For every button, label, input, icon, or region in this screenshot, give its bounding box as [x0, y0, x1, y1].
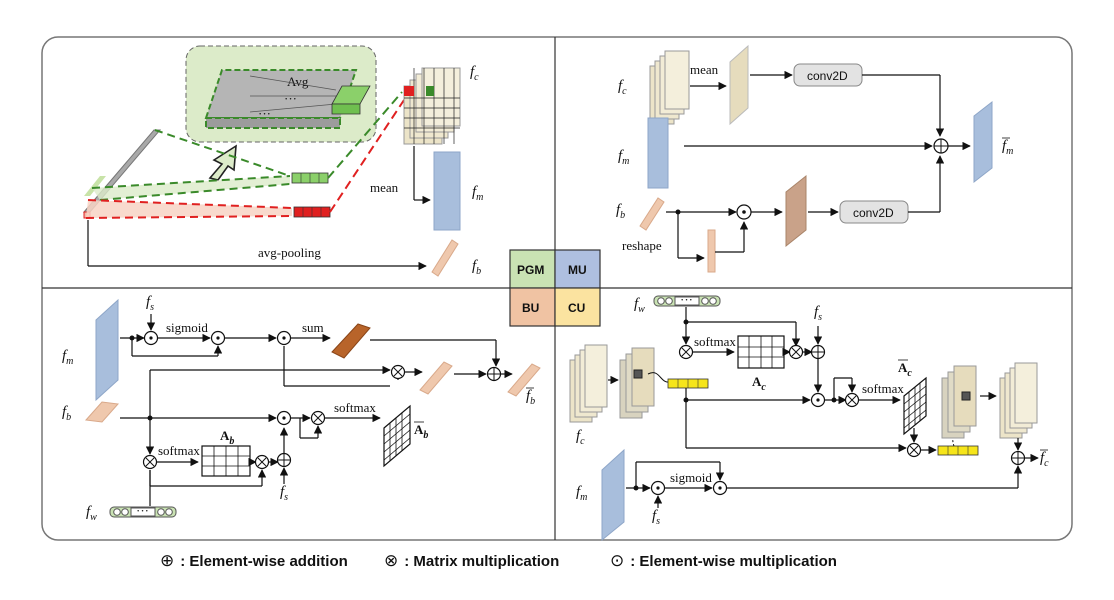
- svg-text:BU: BU: [522, 301, 539, 315]
- fc-label-cu: fc: [576, 428, 585, 447]
- mean-label-pgm: mean: [370, 180, 399, 195]
- elementwise-mult-symbol-icon: ⊙: [610, 551, 625, 571]
- fw-label-bu: fw: [86, 504, 97, 523]
- fw-label-cu: fw: [634, 296, 645, 315]
- svg-text:···: ···: [136, 503, 149, 518]
- fc-label-pgm: fc: [470, 64, 479, 83]
- ab-grid: [201, 445, 251, 477]
- fm-bar-label: fm: [1002, 138, 1013, 157]
- softmax-label-bu-1: softmax: [334, 400, 376, 415]
- svg-text:···: ···: [284, 91, 297, 106]
- fm-label-pgm: fm: [472, 184, 483, 203]
- fs-label-cu-top: fs: [814, 304, 822, 323]
- fm-label-cu: fm: [576, 484, 587, 503]
- softmax-label-cu-1: softmax: [694, 334, 736, 349]
- svg-text:···: ···: [258, 106, 271, 121]
- sigmoid-label-bu: sigmoid: [166, 320, 208, 335]
- fb-label-mu: fb: [616, 202, 625, 221]
- fm-label-bu: fm: [62, 348, 73, 367]
- fc-attended-stack: [941, 365, 977, 439]
- bu-panel: fm fs sigmoid sum: [62, 294, 541, 523]
- fs-label-bu-bottom: fs: [280, 484, 288, 503]
- bu-badge: [509, 287, 556, 327]
- svg-text:MU: MU: [568, 263, 587, 277]
- legend-matrix-mult: ⊗ : Matrix multiplication: [384, 548, 559, 574]
- ac-bar-label: Ac: [898, 360, 912, 379]
- ac-label: Ac: [752, 374, 766, 393]
- cu-panel: fw ··· softmax Ac: [569, 292, 1049, 542]
- ab-bar-label: Ab: [414, 422, 428, 441]
- fw-token-cu: ···: [653, 292, 721, 307]
- zoom-arrow-icon: [208, 144, 237, 181]
- ab-label: Ab: [220, 428, 234, 447]
- legend-elementwise-mult: ⊙ : Element-wise multiplication: [610, 548, 837, 574]
- addition-text: : Element-wise addition: [180, 552, 348, 570]
- mu-badge: [554, 249, 601, 289]
- reshaped-fb: [707, 229, 716, 273]
- fs-label-cu-bottom: fs: [652, 508, 660, 527]
- fb-output-bar: [507, 363, 541, 397]
- fc-feature-stack-pgm: [403, 67, 461, 145]
- fs-label-bu-top: fs: [146, 294, 154, 313]
- fm-block-bu: [95, 298, 119, 402]
- red-wedge: [86, 200, 292, 218]
- avg-label: Avg: [287, 74, 309, 89]
- softmax-label-cu-2: softmax: [862, 381, 904, 396]
- ac-bar-grid: [903, 376, 927, 436]
- svg-text:···: ···: [680, 292, 693, 307]
- svg-text:CU: CU: [568, 301, 585, 315]
- yellow-token-cu-1: [667, 378, 709, 389]
- fb-block-bu: [84, 401, 120, 423]
- svg-text:PGM: PGM: [517, 263, 544, 277]
- fb-bar-label: fb: [526, 388, 535, 407]
- fw-token-bu: ···: [109, 503, 177, 518]
- ab-bar-grid: [383, 404, 411, 468]
- fm-label-mu: fm: [618, 148, 629, 167]
- softmax-label-bu-2: softmax: [158, 443, 200, 458]
- fc-feature-stack-mu: [649, 50, 690, 125]
- sum-bar: [331, 323, 371, 359]
- module-badges: PGM MU BU CU: [509, 249, 601, 327]
- fb-bar-mu: [639, 197, 665, 231]
- mu-panel: fc mean conv2D fm fm fb reshape: [616, 44, 1013, 273]
- avg-pooling-label: avg-pooling: [258, 245, 321, 260]
- mean-label-mu: mean: [690, 62, 719, 77]
- green-wedge: [92, 176, 290, 200]
- fm-block-cu: [601, 448, 625, 542]
- fb-label-bu: fb: [62, 404, 71, 423]
- red-token: [293, 206, 331, 218]
- fc-output-stack: [999, 362, 1038, 439]
- cu-badge: [554, 287, 601, 327]
- fused-block-mu: [785, 174, 807, 248]
- addition-symbol-icon: ⊕: [160, 551, 175, 571]
- fb-label-pgm: fb: [472, 258, 481, 277]
- svg-text:conv2D: conv2D: [853, 206, 894, 220]
- reshape-label: reshape: [622, 238, 662, 253]
- fb-bar-pgm: [431, 239, 459, 277]
- fc-feature-stack-cu: [569, 344, 608, 423]
- matmul-symbol-icon: ⊗: [384, 551, 399, 571]
- svg-text:conv2D: conv2D: [807, 69, 848, 83]
- fc-shifted-stack: [619, 347, 655, 419]
- matmul-text: : Matrix multiplication: [404, 552, 560, 570]
- sigmoid-label-cu: sigmoid: [670, 470, 712, 485]
- fb-mid-bar: [419, 361, 453, 395]
- fm-output-block: [973, 100, 993, 184]
- fc-bar-label: fc: [1040, 450, 1049, 469]
- legend-addition: ⊕ : Element-wise addition: [160, 548, 348, 574]
- elementwise-mult-text: : Element-wise multiplication: [630, 552, 837, 570]
- fc-label-mu: fc: [618, 78, 627, 97]
- fc-mean-block: [729, 44, 749, 126]
- pgm-panel: Avg ··· ···: [82, 45, 483, 277]
- green-token: [291, 172, 329, 184]
- pgm-badge: [509, 249, 556, 289]
- yellow-token-cu-2: [937, 445, 979, 456]
- sum-label: sum: [302, 320, 324, 335]
- fm-block-mu: [647, 117, 669, 189]
- fm-block-pgm: [433, 151, 461, 231]
- ac-grid: [737, 335, 785, 369]
